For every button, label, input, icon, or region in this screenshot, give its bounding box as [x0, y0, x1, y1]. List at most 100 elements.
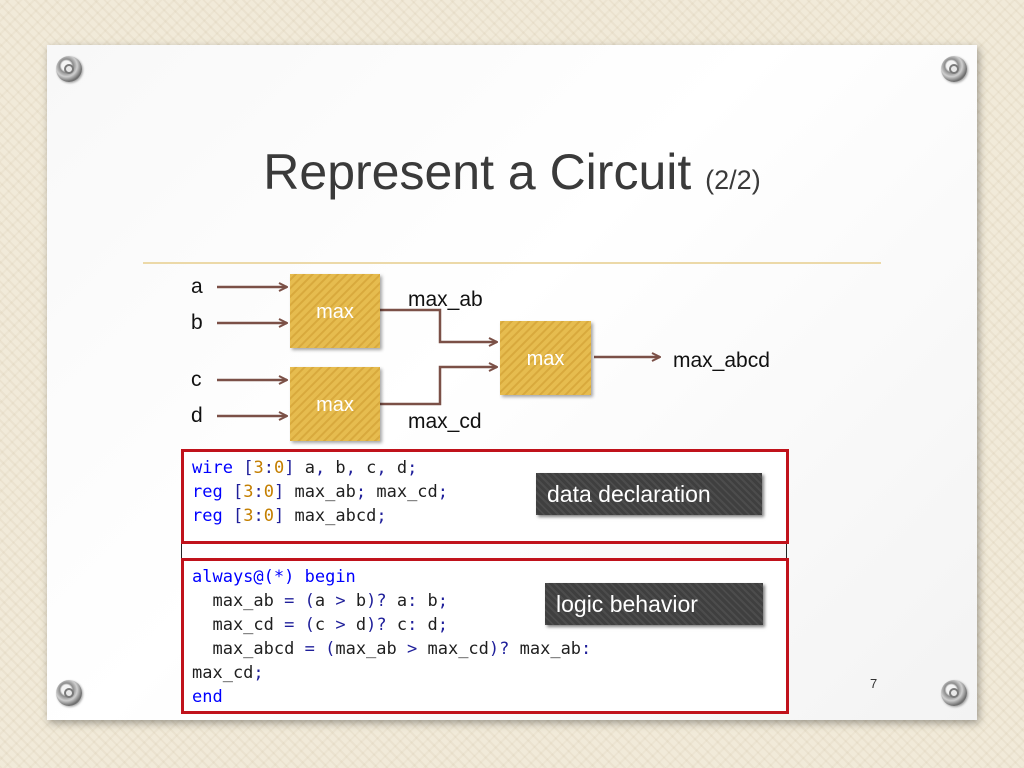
- code-token: max_abcd: [284, 506, 377, 526]
- code-token: ]: [284, 458, 295, 478]
- box-connector-left: [181, 544, 182, 558]
- code-token: reg: [192, 506, 223, 526]
- declaration-line: reg [3:0] max_abcd;: [192, 504, 778, 528]
- wire-max-ab: [380, 308, 497, 342]
- max-block-label: max: [316, 394, 354, 416]
- code-token: :: [407, 615, 418, 635]
- input-label-d: d: [191, 404, 203, 427]
- code-token: [294, 591, 304, 611]
- code-token: wire: [192, 458, 233, 478]
- declaration-code-box: wire [3:0] a, b, c, d;reg [3:0] max_ab; …: [181, 449, 789, 544]
- code-token: max_ab: [335, 639, 407, 659]
- box-connector-right: [786, 544, 787, 558]
- code-token: a: [314, 591, 336, 611]
- code-token: ;: [355, 482, 367, 502]
- code-token: ]: [273, 506, 285, 526]
- code-token: )?: [488, 639, 510, 659]
- code-token: begin: [304, 567, 356, 587]
- rivet-top-left-icon: [56, 56, 82, 82]
- code-token: max_ab: [192, 591, 285, 611]
- code-token: 0: [263, 482, 274, 502]
- input-label-c: c: [191, 368, 202, 391]
- code-token: =: [284, 615, 295, 635]
- code-token: max_cd: [192, 663, 254, 683]
- code-token: ;: [253, 663, 264, 683]
- behavior-line: max_cd;: [192, 661, 778, 685]
- max-block-label: max: [316, 301, 354, 323]
- code-token: [223, 506, 233, 526]
- code-token: (: [304, 591, 315, 611]
- code-token: [294, 567, 304, 587]
- code-token: [: [232, 506, 244, 526]
- wire-label-max-cd: max_cd: [408, 410, 482, 433]
- behavior-line: end: [192, 685, 778, 709]
- behavior-line: max_cd = (c > d)? c: d;: [192, 613, 778, 637]
- code-token: max_cd: [417, 639, 489, 659]
- rivet-bottom-right-icon: [941, 680, 967, 706]
- code-token: [: [243, 458, 254, 478]
- code-token: ;: [407, 458, 418, 478]
- code-token: ;: [437, 591, 449, 611]
- page-number: 7: [870, 676, 878, 691]
- behavior-code-box: always@(*) begin max_ab = (a > b)? a: b;…: [181, 558, 789, 714]
- code-token: max_cd: [366, 482, 438, 502]
- code-token: =: [284, 591, 295, 611]
- code-token: c: [314, 615, 336, 635]
- code-token: always@(*): [192, 567, 295, 587]
- input-label-b: b: [191, 311, 203, 334]
- code-token: ,: [314, 458, 326, 478]
- code-token: (: [304, 615, 315, 635]
- code-token: 3: [253, 458, 264, 478]
- code-token: (: [325, 639, 336, 659]
- note-data-declaration: data declaration: [536, 473, 762, 515]
- code-token: ;: [376, 506, 387, 526]
- code-token: )?: [366, 591, 387, 611]
- code-token: :: [581, 639, 592, 659]
- code-token: [223, 482, 233, 502]
- code-token: :: [253, 506, 264, 526]
- code-token: b: [325, 458, 346, 478]
- code-token: 3: [243, 506, 254, 526]
- max-block-1: [290, 274, 380, 348]
- code-token: a: [386, 591, 408, 611]
- code-token: max_ab: [509, 639, 582, 659]
- code-token: ,: [345, 458, 356, 478]
- input-label-a: a: [191, 275, 203, 298]
- title-main: Represent a Circuit: [263, 144, 692, 200]
- code-token: 0: [263, 506, 274, 526]
- code-token: max_abcd: [192, 639, 305, 659]
- code-token: b: [345, 591, 367, 611]
- slide-title: Represent a Circuit (2/2): [0, 143, 1024, 201]
- wire-label-max-ab: max_ab: [408, 288, 483, 311]
- wire-max-cd: [380, 367, 497, 406]
- code-token: end: [192, 687, 223, 707]
- code-token: :: [253, 482, 264, 502]
- behavior-line: max_ab = (a > b)? a: b;: [192, 589, 778, 613]
- code-token: >: [335, 615, 346, 635]
- code-token: ;: [437, 615, 449, 635]
- code-token: >: [335, 591, 346, 611]
- title-sub: (2/2): [705, 165, 761, 195]
- declaration-code: wire [3:0] a, b, c, d;reg [3:0] max_ab; …: [192, 456, 778, 528]
- max-block-3: [500, 321, 591, 395]
- code-token: [: [232, 482, 244, 502]
- code-token: reg: [192, 482, 223, 502]
- declaration-line: reg [3:0] max_ab; max_cd;: [192, 480, 778, 504]
- output-label: max_abcd: [673, 349, 770, 372]
- declaration-line: wire [3:0] a, b, c, d;: [192, 456, 778, 480]
- title-divider: [143, 262, 881, 264]
- code-token: :: [407, 591, 418, 611]
- code-token: ]: [273, 482, 285, 502]
- rivet-bottom-left-icon: [56, 680, 82, 706]
- code-token: ,: [376, 458, 387, 478]
- code-token: [315, 639, 325, 659]
- code-token: c: [386, 615, 408, 635]
- max-block-2: [290, 367, 380, 441]
- rivet-top-right-icon: [941, 56, 967, 82]
- code-token: 3: [243, 482, 254, 502]
- code-token: d: [417, 615, 438, 635]
- behavior-code: always@(*) begin max_ab = (a > b)? a: b;…: [192, 565, 778, 709]
- code-token: b: [417, 591, 438, 611]
- code-token: >: [407, 639, 418, 659]
